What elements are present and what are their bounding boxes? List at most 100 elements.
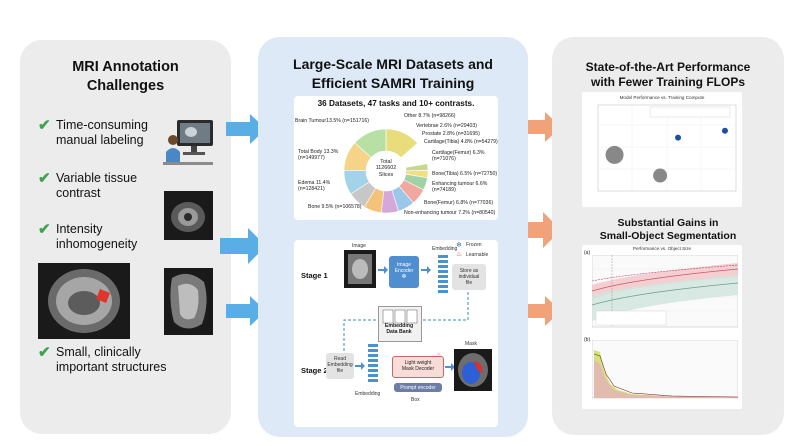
- flops-scatter-chart: [597, 104, 737, 192]
- arrow-right-icon: [521, 296, 561, 326]
- challenge-line: manual labeling: [56, 133, 144, 147]
- stage1-label: Stage 1: [301, 271, 328, 280]
- scatter-chart-title: Model Performance vs. Training Compute: [619, 95, 705, 100]
- pie-label: Other 8.7% (n=98266): [404, 113, 456, 119]
- panel-a-label: (a): [584, 250, 591, 256]
- store-line: file: [465, 280, 473, 286]
- store-line: Store as: [459, 268, 479, 274]
- dataset-summary: 36 Datasets, 47 tasks and 10+ contrasts.: [317, 99, 475, 108]
- mask-decoder-block: Light weight Mask Decoder: [392, 356, 444, 378]
- stage2-label: Stage 2: [301, 366, 328, 375]
- datasets-title-line2: Efficient SAMRI Training: [311, 75, 475, 91]
- performance-title-line1: State-of-the-Art Performance: [585, 60, 751, 74]
- check-icon: ✔: [38, 221, 51, 238]
- pie-label: Vertebrae 2.6% (n=29403): [416, 123, 477, 129]
- radiologist-illustration-icon: [163, 120, 213, 165]
- read-embedding-block: Read Embedding file: [326, 353, 354, 379]
- box-prompt-label: Box: [411, 397, 420, 403]
- embedding-bottom-label: Embedding: [355, 391, 381, 397]
- challenge-item: Time-consuming manual labeling: [56, 118, 148, 148]
- arrow-right-icon: [445, 363, 455, 371]
- input-mri-image: [344, 250, 376, 288]
- frozen-icon: ❄: [456, 242, 462, 249]
- pie-label: Brain Tumour13.5% (n=151716): [295, 118, 369, 124]
- challenges-title: MRI Annotation Challenges: [20, 58, 231, 96]
- pie-center-line: Total: [380, 159, 392, 165]
- learnable-flame-icon: ♨: [456, 251, 463, 258]
- performance-title-line2: with Fewer Training FLOPs: [590, 75, 746, 89]
- databank-label: Embedding Data Bank: [374, 323, 424, 335]
- performance-title: State-of-the-Art Performance with Fewer …: [552, 60, 784, 90]
- mri-thumbnail-contrast: [164, 191, 213, 240]
- challenge-item: Variable tissue contrast: [56, 171, 137, 201]
- arrow-right-icon: [220, 228, 266, 264]
- challenge-line: important structures: [56, 360, 167, 374]
- challenges-title-line2: Challenges: [86, 78, 165, 94]
- prompt-encoder-block: Prompt encoder: [394, 383, 442, 392]
- output-mask-image: [454, 349, 492, 391]
- datasets-title-line1: Large-Scale MRI Datasets and: [293, 56, 493, 72]
- arrow-right-icon: [226, 296, 266, 326]
- read-line: Read: [334, 356, 346, 362]
- embedding-label: Embedding: [432, 246, 458, 252]
- arrow-right-icon: [515, 212, 561, 248]
- challenges-title-line1: MRI Annotation: [72, 59, 179, 75]
- challenge-line: inhomogeneity: [56, 237, 138, 251]
- check-icon: ✔: [38, 170, 51, 187]
- frozen-icon: ❄: [401, 274, 407, 280]
- scatter-point: [721, 127, 728, 134]
- learnable-legend: Learnable: [466, 252, 489, 258]
- read-line: Embedding: [327, 362, 353, 368]
- pie-label: Total Body 13.3% (n=149977): [298, 149, 339, 162]
- pie-label: Cartilage(Tibia) 4.8% (n=54279): [424, 139, 498, 145]
- datasets-title: Large-Scale MRI Datasets and Efficient S…: [258, 55, 528, 93]
- challenge-line: contrast: [56, 186, 101, 200]
- encoder-line: Image: [397, 262, 411, 268]
- scatter-point: [653, 168, 668, 183]
- arrow-right-icon: [421, 266, 431, 274]
- read-line: file: [336, 368, 344, 374]
- pie-label: Prostate 2.8% (n=31695): [422, 131, 480, 137]
- image-label: Image: [352, 243, 366, 249]
- pie-center-line: 1126602: [375, 165, 397, 172]
- mask-label: Mask: [465, 341, 477, 347]
- embedding-databank-icon: [378, 306, 422, 342]
- object-size-chart-title: Performance vs. Object Size: [632, 246, 692, 251]
- challenge-line: Variable tissue: [56, 171, 138, 185]
- decoder-line: Light weight: [404, 360, 432, 366]
- panel-b-label: (b): [584, 337, 591, 343]
- object-size-histogram: [592, 340, 738, 399]
- scatter-point: [675, 134, 682, 141]
- encoder-line: Encoder: [394, 268, 414, 274]
- check-icon: ✔: [38, 117, 51, 134]
- dataflow-connector: [343, 292, 469, 358]
- embedding-stack: [367, 343, 379, 383]
- pie-label: Bone(Tibia) 6.5% (n=72750): [432, 171, 498, 177]
- dataset-pie-chart: [343, 128, 429, 214]
- challenge-item: Small, clinically important structures: [56, 345, 166, 375]
- learnable-flame-icon: ♨: [436, 352, 443, 359]
- frozen-legend: Frozen: [466, 242, 482, 248]
- decoder-line: Mask Decoder: [401, 366, 435, 372]
- pie-label: Bone 9.5% (n=106578): [308, 204, 362, 210]
- small-object-subtitle: Substantial Gains in Small-Object Segmen…: [552, 217, 784, 243]
- store-file-block: Store as individual file: [452, 264, 486, 290]
- databank-line: Embedding: [384, 323, 414, 329]
- challenge-line: Small, clinically: [56, 345, 141, 359]
- pie-center-line: Slices: [378, 171, 394, 178]
- pie-label: Enhancing tumour 6.6% (n=74189): [432, 181, 488, 194]
- image-encoder-block: Image Encoder ❄: [389, 256, 419, 288]
- pie-center-hole: [366, 151, 406, 191]
- arrow-right-icon: [378, 266, 388, 274]
- arrow-right-icon: [226, 114, 266, 144]
- databank-line: Data Bank: [386, 329, 412, 335]
- pie-label: Cartilage(Femur) 6.3% (n=71076): [432, 150, 485, 163]
- arrow-right-icon: [355, 362, 365, 370]
- subtitle-line2: Small-Object Segmentation: [599, 230, 737, 242]
- mri-thumbnail-inhomogeneity: [164, 268, 213, 335]
- pie-label: Non-enhancing tumour 7.2% (n=80540): [404, 210, 496, 216]
- arrow-right-icon: [521, 112, 561, 142]
- performance-vs-size-line-chart: [592, 255, 738, 328]
- challenge-line: Intensity: [56, 222, 103, 236]
- subtitle-line1: Substantial Gains in: [617, 217, 719, 229]
